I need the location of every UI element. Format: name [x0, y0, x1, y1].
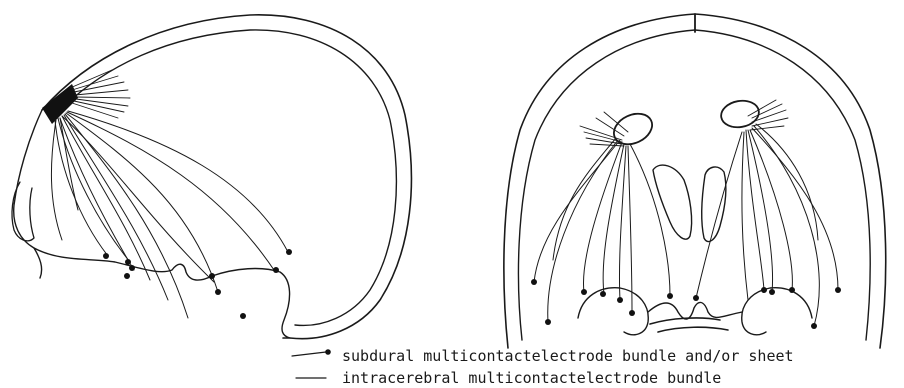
electrode-dot [129, 265, 135, 271]
electrode-dot [667, 293, 673, 299]
electrode-dot [761, 287, 767, 293]
coronal-left-basal [578, 288, 648, 335]
lateral-orbit-outline [12, 182, 34, 241]
electrode-dot [209, 273, 215, 279]
lateral-inner-outline [58, 30, 396, 326]
electrode-dot [215, 289, 221, 295]
coronal-dots [531, 279, 841, 329]
legend-line-with-dot-symbol [292, 352, 326, 356]
coronal-right-lines [696, 124, 838, 326]
electrode-dot [789, 287, 795, 293]
lateral-electrode-lines [51, 111, 288, 318]
electrode-dot [617, 297, 623, 303]
coronal-left-entry-oval [609, 108, 657, 150]
electrode-dot [125, 259, 131, 265]
electrode-dot [835, 287, 841, 293]
electrode-dot [581, 289, 587, 295]
lateral-brain-view [12, 15, 411, 339]
legend-dot-symbol [325, 349, 331, 355]
coronal-brain-view [504, 14, 886, 348]
legend-label-subdural: subdural multicontactelectrode bundle an… [342, 347, 794, 365]
legend-item-intracerebral: intracerebral multicontactelectrode bund… [296, 369, 721, 387]
legend: subdural multicontactelectrode bundle an… [292, 347, 794, 387]
electrode-dot [286, 249, 292, 255]
electrode-dot [769, 289, 775, 295]
coronal-inner-outline [518, 30, 870, 340]
coronal-left-fan [580, 112, 628, 146]
electrode-dot [811, 323, 817, 329]
coronal-right-basal [742, 288, 812, 335]
legend-label-intracerebral: intracerebral multicontactelectrode bund… [342, 369, 721, 387]
electrode-dot [629, 310, 635, 316]
electrode-dot [531, 279, 537, 285]
electrode-dot [273, 267, 279, 273]
coronal-central-base [648, 302, 742, 319]
coronal-right-ventricle [702, 167, 726, 242]
coronal-base-curve [650, 318, 720, 324]
legend-item-subdural: subdural multicontactelectrode bundle an… [292, 347, 794, 365]
lateral-dots [103, 249, 292, 319]
electrode-dot [545, 319, 551, 325]
electrode-dot [124, 273, 130, 279]
lateral-frontal-outline [14, 110, 42, 278]
electrode-dot [693, 295, 699, 301]
coronal-base-curve-2 [658, 327, 728, 332]
coronal-left-ventricle [653, 165, 692, 239]
electrode-dot [240, 313, 246, 319]
lateral-skull-base [34, 248, 290, 338]
electrode-dot [600, 291, 606, 297]
electrode-dot [103, 253, 109, 259]
